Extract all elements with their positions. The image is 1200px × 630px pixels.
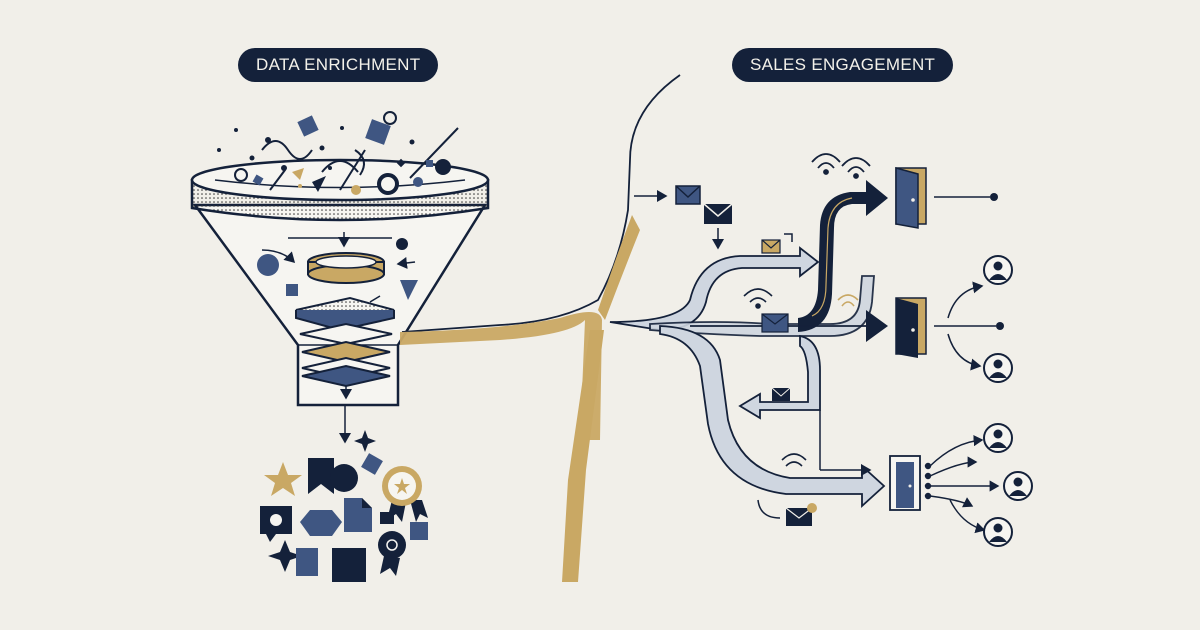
wifi-signal-icon: [781, 453, 807, 467]
envelope-icon: [785, 507, 813, 526]
gold-stem: [562, 330, 604, 582]
gear-icon: [378, 531, 406, 576]
wifi-signal-icon: [811, 153, 841, 175]
document-icon: [344, 498, 372, 532]
wifi-signal-icon: [743, 288, 773, 309]
envelope-icon: [703, 203, 733, 224]
person-icon: [983, 517, 1013, 547]
sparkle-icon: [268, 540, 302, 572]
door-icon: [895, 297, 927, 358]
person-icon: [983, 423, 1013, 453]
bookmark-icon: [308, 458, 334, 494]
person-icon: [983, 255, 1013, 285]
sparkle-icon: [354, 430, 376, 452]
wifi-signal-icon: [841, 157, 871, 179]
door-icon: [889, 455, 921, 511]
person-icon: [1003, 471, 1033, 501]
data-enrichment-label: DATA ENRICHMENT: [238, 48, 439, 82]
door-icon: [895, 167, 927, 229]
person-icon: [983, 353, 1013, 383]
envelope-icon: [761, 239, 781, 254]
data-particles: [217, 111, 459, 195]
badge-icon: [382, 466, 428, 522]
primary-flow-arrow: [798, 180, 888, 332]
sales-engagement-label: SALES ENGAGEMENT: [732, 48, 954, 82]
output-icons: [260, 453, 428, 582]
envelope-icon: [675, 185, 701, 205]
envelope-icon: [771, 387, 791, 401]
hexagon-shape: [300, 510, 342, 536]
star-icon: [264, 462, 302, 496]
wifi-signal-icon: [837, 294, 859, 307]
flow-arrows-light: [609, 246, 886, 509]
funnel-internals: [257, 232, 418, 400]
gold-connector: [400, 311, 602, 440]
envelope-icon: [761, 313, 789, 333]
